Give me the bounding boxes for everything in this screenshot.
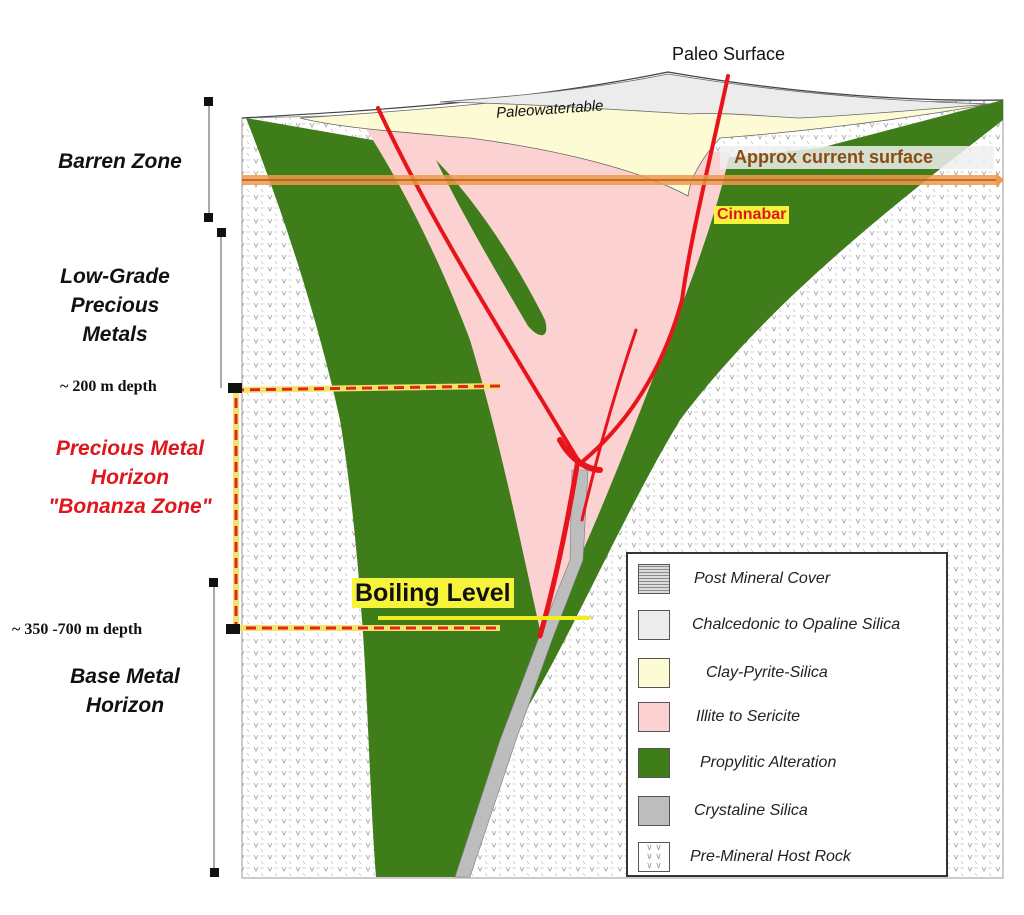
low-grade-line-3: Metals bbox=[82, 323, 148, 346]
legend: Post Mineral Cover Chalcedonic to Opalin… bbox=[626, 552, 948, 877]
depth-200-label: ~ 200 m depth bbox=[60, 378, 157, 395]
precious-line-1: Precious Metal bbox=[55, 437, 205, 460]
legend-item-chalcedonic-silica: Chalcedonic to Opaline Silica bbox=[634, 610, 940, 640]
barren-zone-label: Barren Zone bbox=[58, 150, 182, 173]
legend-item-clay-pyrite-silica: Clay-Pyrite-Silica bbox=[634, 658, 940, 688]
legend-label: Pre-Mineral Host Rock bbox=[690, 848, 851, 865]
chalcedonic-silica-zone bbox=[439, 73, 991, 119]
legend-item-post-mineral-cover: Post Mineral Cover bbox=[634, 564, 940, 594]
legend-swatch-clay-pyrite-silica bbox=[638, 658, 670, 688]
propylitic-lens bbox=[436, 160, 547, 336]
mineral-veins bbox=[376, 74, 730, 639]
propylitic-alteration-zone bbox=[246, 100, 1003, 877]
legend-swatch-post-mineral-cover bbox=[638, 564, 670, 594]
legend-swatch-propylitic-alteration bbox=[638, 748, 670, 778]
legend-label: Crystaline Silica bbox=[694, 802, 808, 819]
base-metal-zone-label: Base Metal Horizon bbox=[40, 662, 210, 720]
depth-scale bbox=[208, 102, 222, 874]
approx-current-surface-label: Approx current surface bbox=[720, 146, 994, 169]
precious-line-2: Horizon bbox=[90, 466, 170, 489]
legend-swatch-illite-sericite bbox=[638, 702, 670, 732]
legend-label: Propylitic Alteration bbox=[700, 754, 837, 771]
paleo-surface-label: Paleo Surface bbox=[672, 44, 786, 64]
legend-label: Post Mineral Cover bbox=[694, 570, 831, 587]
legend-label: Clay-Pyrite-Silica bbox=[706, 664, 828, 681]
precious-metal-zone-label: Precious Metal Horizon "Bonanza Zone" bbox=[30, 434, 230, 521]
cinnabar-label: Cinnabar bbox=[714, 206, 790, 224]
legend-item-illite-sericite: Illite to Sericite bbox=[634, 702, 940, 732]
legend-item-propylitic-alteration: Propylitic Alteration bbox=[634, 748, 940, 778]
base-metal-line-2: Horizon bbox=[85, 694, 165, 717]
depth-scale-markers bbox=[204, 97, 242, 877]
legend-swatch-crystaline-silica bbox=[638, 796, 670, 826]
precious-line-3: "Bonanza Zone" bbox=[48, 495, 212, 518]
legend-item-crystaline-silica: Crystaline Silica bbox=[634, 796, 940, 826]
depth-350-700-label: ~ 350 -700 m depth bbox=[12, 621, 143, 638]
legend-swatch-pre-mineral-host-rock: ∨ ∨∨ ∨∨ ∨ bbox=[638, 842, 670, 872]
paleo-surface-line bbox=[241, 71, 1004, 119]
legend-swatch-chalcedonic-silica bbox=[638, 610, 670, 640]
legend-item-pre-mineral-host-rock: ∨ ∨∨ ∨∨ ∨ Pre-Mineral Host Rock bbox=[634, 842, 940, 872]
legend-label: Illite to Sericite bbox=[696, 708, 801, 725]
low-grade-line-2: Precious bbox=[70, 294, 160, 317]
base-metal-line-1: Base Metal bbox=[70, 665, 180, 688]
boiling-level-label: Boiling Level bbox=[352, 578, 514, 608]
legend-label: Chalcedonic to Opaline Silica bbox=[692, 616, 901, 633]
low-grade-line-1: Low-Grade bbox=[60, 265, 170, 288]
low-grade-zone-label: Low-Grade Precious Metals bbox=[30, 262, 200, 349]
